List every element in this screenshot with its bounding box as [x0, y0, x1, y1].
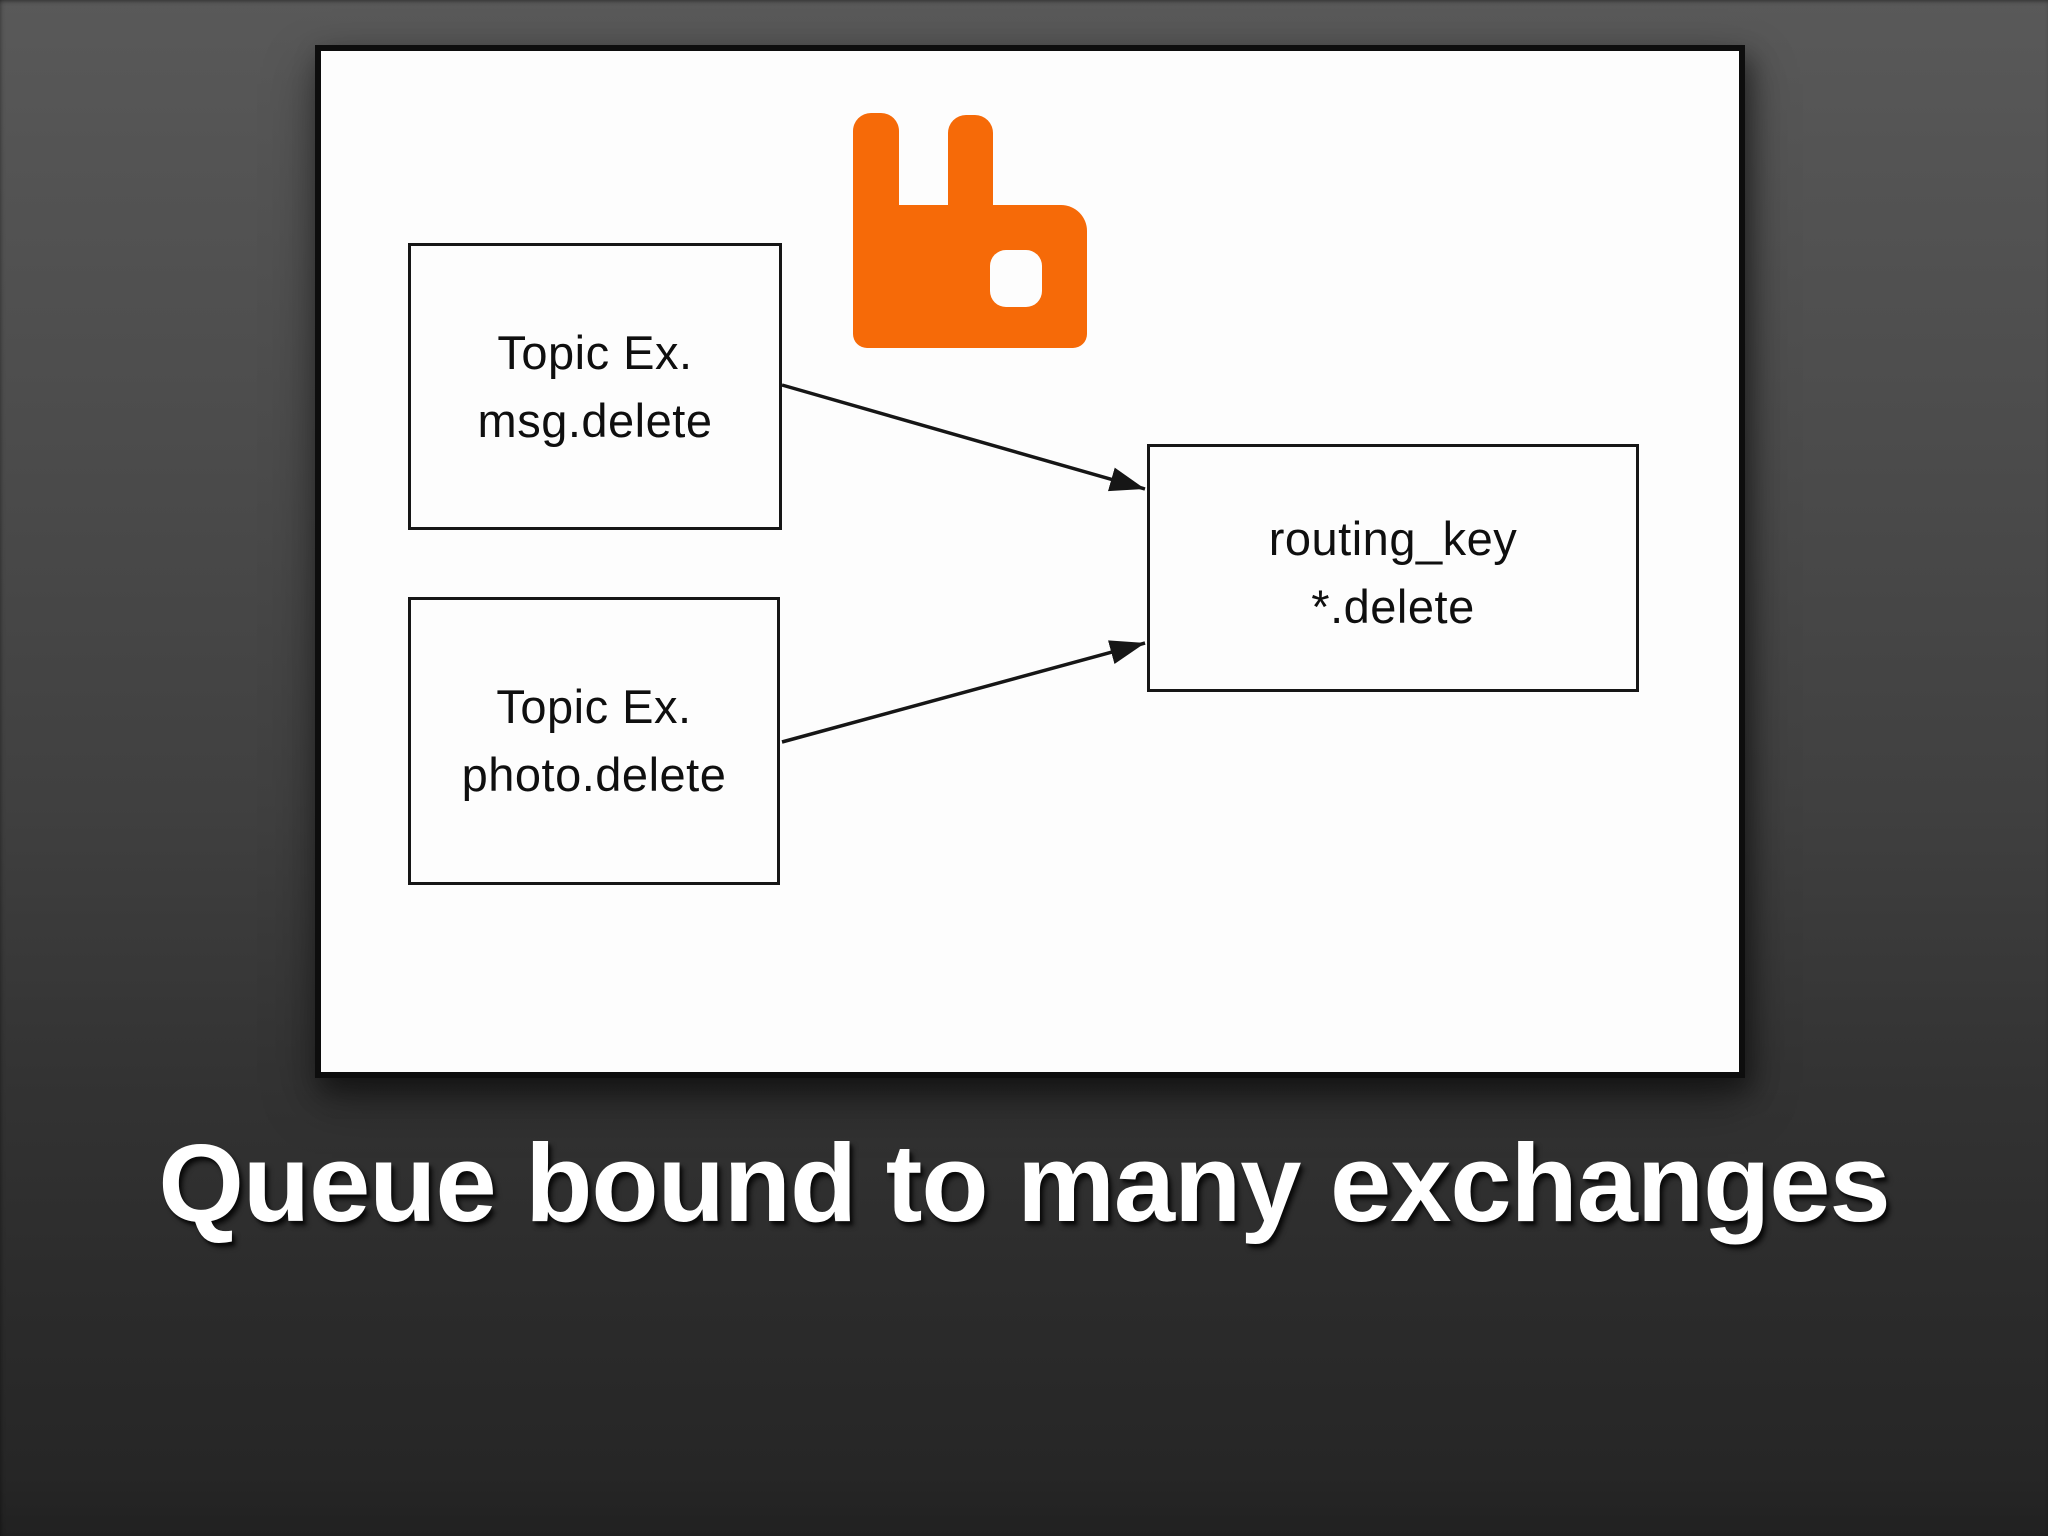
diagram-panel: Topic Ex. msg.delete Topic Ex. photo.del… [315, 45, 1745, 1078]
node-label-line: photo.delete [461, 748, 727, 801]
node-topic-exchange-msg: Topic Ex. msg.delete [408, 243, 782, 530]
slide-title: Queue bound to many exchanges [158, 1122, 1890, 1245]
arrow-msg-to-queue [781, 383, 1146, 492]
arrow-photo-to-queue [781, 640, 1146, 744]
node-queue-binding: routing_key *.delete [1147, 444, 1639, 692]
binding-arrows [781, 383, 1146, 744]
node-topic-exchange-photo: Topic Ex. photo.delete [408, 597, 780, 885]
node-label-line: routing_key [1268, 512, 1518, 565]
node-label-line: msg.delete [477, 393, 713, 447]
node-label-line: Topic Ex. [496, 680, 692, 733]
rabbitmq-logo-body-icon [853, 205, 1087, 348]
rabbitmq-logo [853, 113, 1087, 348]
node-label-line: *.delete [1311, 580, 1475, 633]
rabbitmq-logo-eye-icon [990, 250, 1042, 307]
node-label-line: Topic Ex. [497, 325, 693, 379]
diagram-canvas: Topic Ex. msg.delete Topic Ex. photo.del… [321, 51, 1739, 1072]
